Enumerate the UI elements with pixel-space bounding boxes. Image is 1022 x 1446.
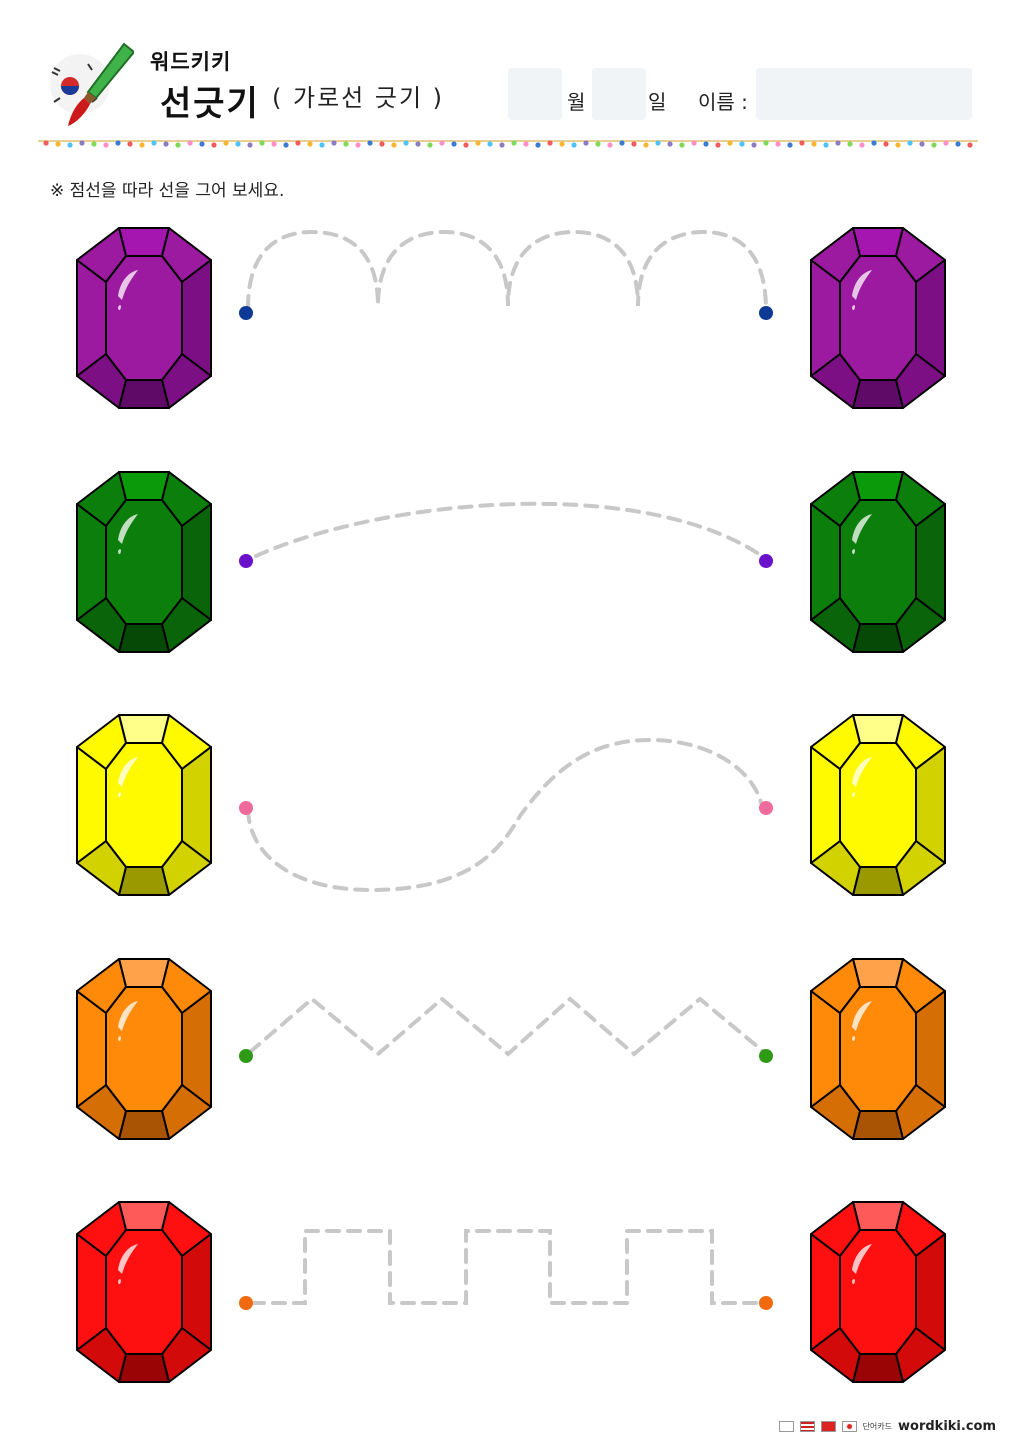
end-dot[interactable] [759,801,773,815]
start-dot[interactable] [239,1296,253,1310]
end-dot[interactable] [759,1296,773,1310]
brush-logo-icon [50,42,134,126]
gem-green-right-icon [810,471,946,653]
instruction-text: ※ 점선을 따라 선을 그어 보세요. [50,181,285,201]
gem-orange-left-icon [76,958,212,1140]
tracing-path-loops[interactable] [246,229,768,312]
gem-red-right-icon [810,1201,946,1383]
end-dot[interactable] [759,1049,773,1063]
worksheet-title: 선긋기 [160,84,260,124]
decorative-divider [38,140,978,148]
tracing-path-arc[interactable] [254,501,764,558]
usa-flag-icon [799,1421,815,1432]
footer-brand-link[interactable]: wordkiki.com [898,1419,996,1434]
gem-purple-right-icon [810,227,946,409]
tracing-path-s-curve[interactable] [246,737,764,893]
gem-red-left-icon [76,1201,212,1383]
start-dot[interactable] [239,801,253,815]
day-input-box[interactable] [592,68,646,120]
start-dot[interactable] [239,1049,253,1063]
japan-flag-icon [841,1421,857,1432]
start-dot[interactable] [239,306,253,320]
day-label: 일 [648,90,667,114]
start-dot[interactable] [239,554,253,568]
end-dot[interactable] [759,554,773,568]
worksheet-subtitle: ( 가로선 긋기 ) [272,84,445,112]
month-label: 월 [567,90,586,114]
tracing-path-zigzag[interactable] [248,996,766,1057]
name-label: 이름 : [698,90,748,114]
end-dot[interactable] [759,306,773,320]
month-input-box[interactable] [508,68,562,120]
china-flag-icon [820,1421,836,1432]
korea-flag-icon [778,1421,794,1432]
gem-purple-left-icon [76,227,212,409]
name-input-box[interactable] [756,68,972,120]
gem-yellow-right-icon [810,714,946,896]
tracing-path-square-wave[interactable] [250,1229,762,1305]
gem-green-left-icon [76,471,212,653]
brand-name: 워드키키 [150,50,232,74]
gem-yellow-left-icon [76,714,212,896]
footer: 단어카드 wordkiki.com [778,1419,996,1434]
footer-small-text: 단어카드 [862,1422,893,1431]
gem-orange-right-icon [810,958,946,1140]
